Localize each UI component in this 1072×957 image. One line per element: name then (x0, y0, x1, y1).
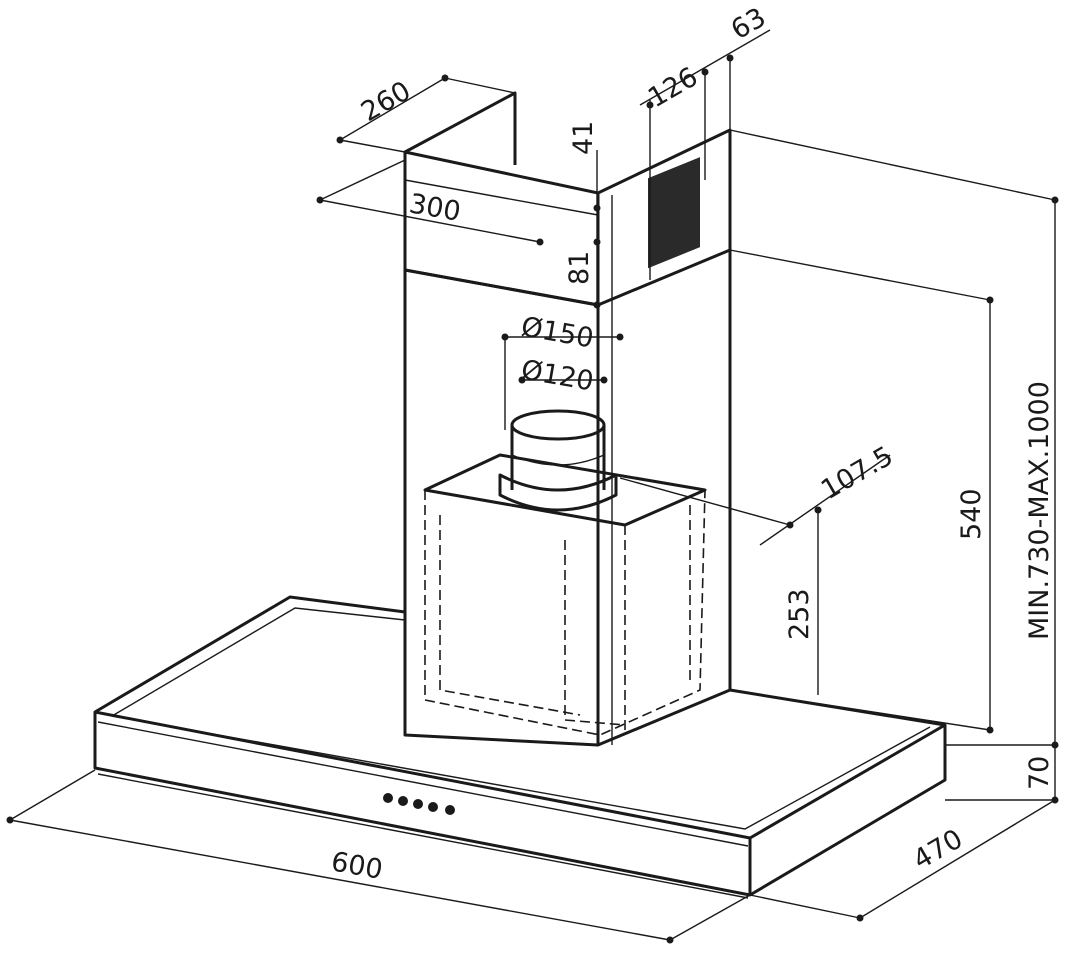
label-81: 81 (564, 251, 595, 285)
control-buttons (383, 793, 455, 815)
label-d150: Ø150 (519, 311, 596, 354)
label-260: 260 (356, 75, 416, 128)
label-41: 41 (568, 121, 599, 155)
motor-housing (423, 453, 707, 736)
label-total-height: MIN.730-MAX.1000 (1024, 381, 1055, 640)
dimension-lines (6, 29, 1059, 944)
label-d120: Ø120 (519, 354, 596, 397)
label-540: 540 (956, 488, 987, 540)
label-300: 300 (407, 188, 463, 227)
label-63: 63 (726, 2, 771, 46)
label-107-5: 107.5 (816, 441, 898, 506)
duct-collar (498, 409, 618, 512)
label-470: 470 (908, 823, 968, 876)
label-253: 253 (784, 588, 815, 640)
label-70: 70 (1024, 756, 1055, 790)
vent-grille (648, 157, 700, 269)
